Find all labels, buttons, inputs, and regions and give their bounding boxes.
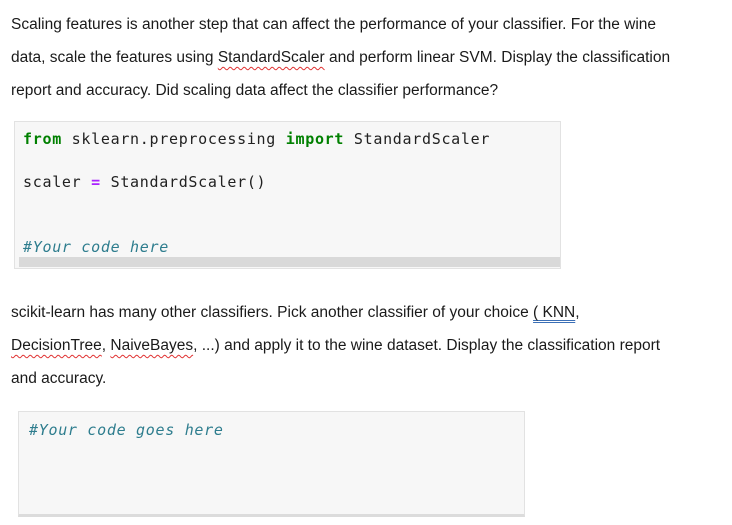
text-line: report and accuracy. Did scaling data af… <box>11 74 670 107</box>
code-block-your-code[interactable]: #Your code goes here <box>18 411 525 517</box>
text-segment: scikit-learn has many other classifiers.… <box>11 304 534 321</box>
text-segment: report and accuracy. Did scaling data af… <box>11 82 499 99</box>
code-token-comment: #Your code goes here <box>29 421 224 439</box>
code-token-plain: StandardScaler <box>344 130 491 148</box>
code-token-comment: #Your code here <box>23 237 169 256</box>
code-block-standardscaler[interactable]: from sklearn.preprocessing import Standa… <box>14 121 561 269</box>
spellcheck-flagged-word: StandardScaler <box>217 49 325 66</box>
paragraph-other-classifiers-instructions[interactable]: scikit-learn has many other classifiers.… <box>11 296 660 395</box>
text-segment: data, scale the features using <box>11 49 218 66</box>
text-line: Scaling features is another step that ca… <box>11 8 670 41</box>
grammar-flagged-text: ( KNN <box>533 304 576 321</box>
text-segment: and perform linear SVM. Display the clas… <box>324 49 671 66</box>
code-token-plain: sklearn.preprocessing <box>61 130 286 148</box>
horizontal-scrollbar-thumb[interactable] <box>19 257 560 267</box>
text-segment: , <box>575 304 580 321</box>
text-line: and accuracy. <box>11 362 660 395</box>
code-line <box>23 215 560 237</box>
text-segment: and accuracy. <box>11 370 107 387</box>
text-segment: , ...) and apply it to the wine dataset.… <box>193 337 661 354</box>
code-line: scaler = StandardScaler() <box>23 172 560 194</box>
text-segment: , <box>101 337 111 354</box>
text-line: DecisionTree, NaiveBayes, ...) and apply… <box>11 329 660 362</box>
spellcheck-flagged-word: NaiveBayes <box>110 337 194 354</box>
code-line: #Your code here <box>23 237 560 259</box>
code-token-plain: StandardScaler() <box>100 173 267 191</box>
spellcheck-flagged-word: DecisionTree <box>11 337 102 354</box>
code-line <box>23 151 560 173</box>
code-content: from sklearn.preprocessing import Standa… <box>15 122 560 258</box>
text-line: scikit-learn has many other classifiers.… <box>11 296 660 329</box>
code-token-keyword: from <box>23 130 62 148</box>
code-token-operator: = <box>91 173 101 191</box>
code-token-plain: scaler <box>23 173 92 191</box>
code-line: from sklearn.preprocessing import Standa… <box>23 129 560 151</box>
code-line: #Your code goes here <box>29 420 524 442</box>
code-line <box>23 194 560 216</box>
paragraph-scaling-instructions[interactable]: Scaling features is another step that ca… <box>11 8 670 107</box>
text-line: data, scale the features using StandardS… <box>11 41 670 74</box>
text-segment: Scaling features is another step that ca… <box>11 16 657 33</box>
code-token-keyword: import <box>285 130 345 148</box>
code-content: #Your code goes here <box>19 412 524 442</box>
